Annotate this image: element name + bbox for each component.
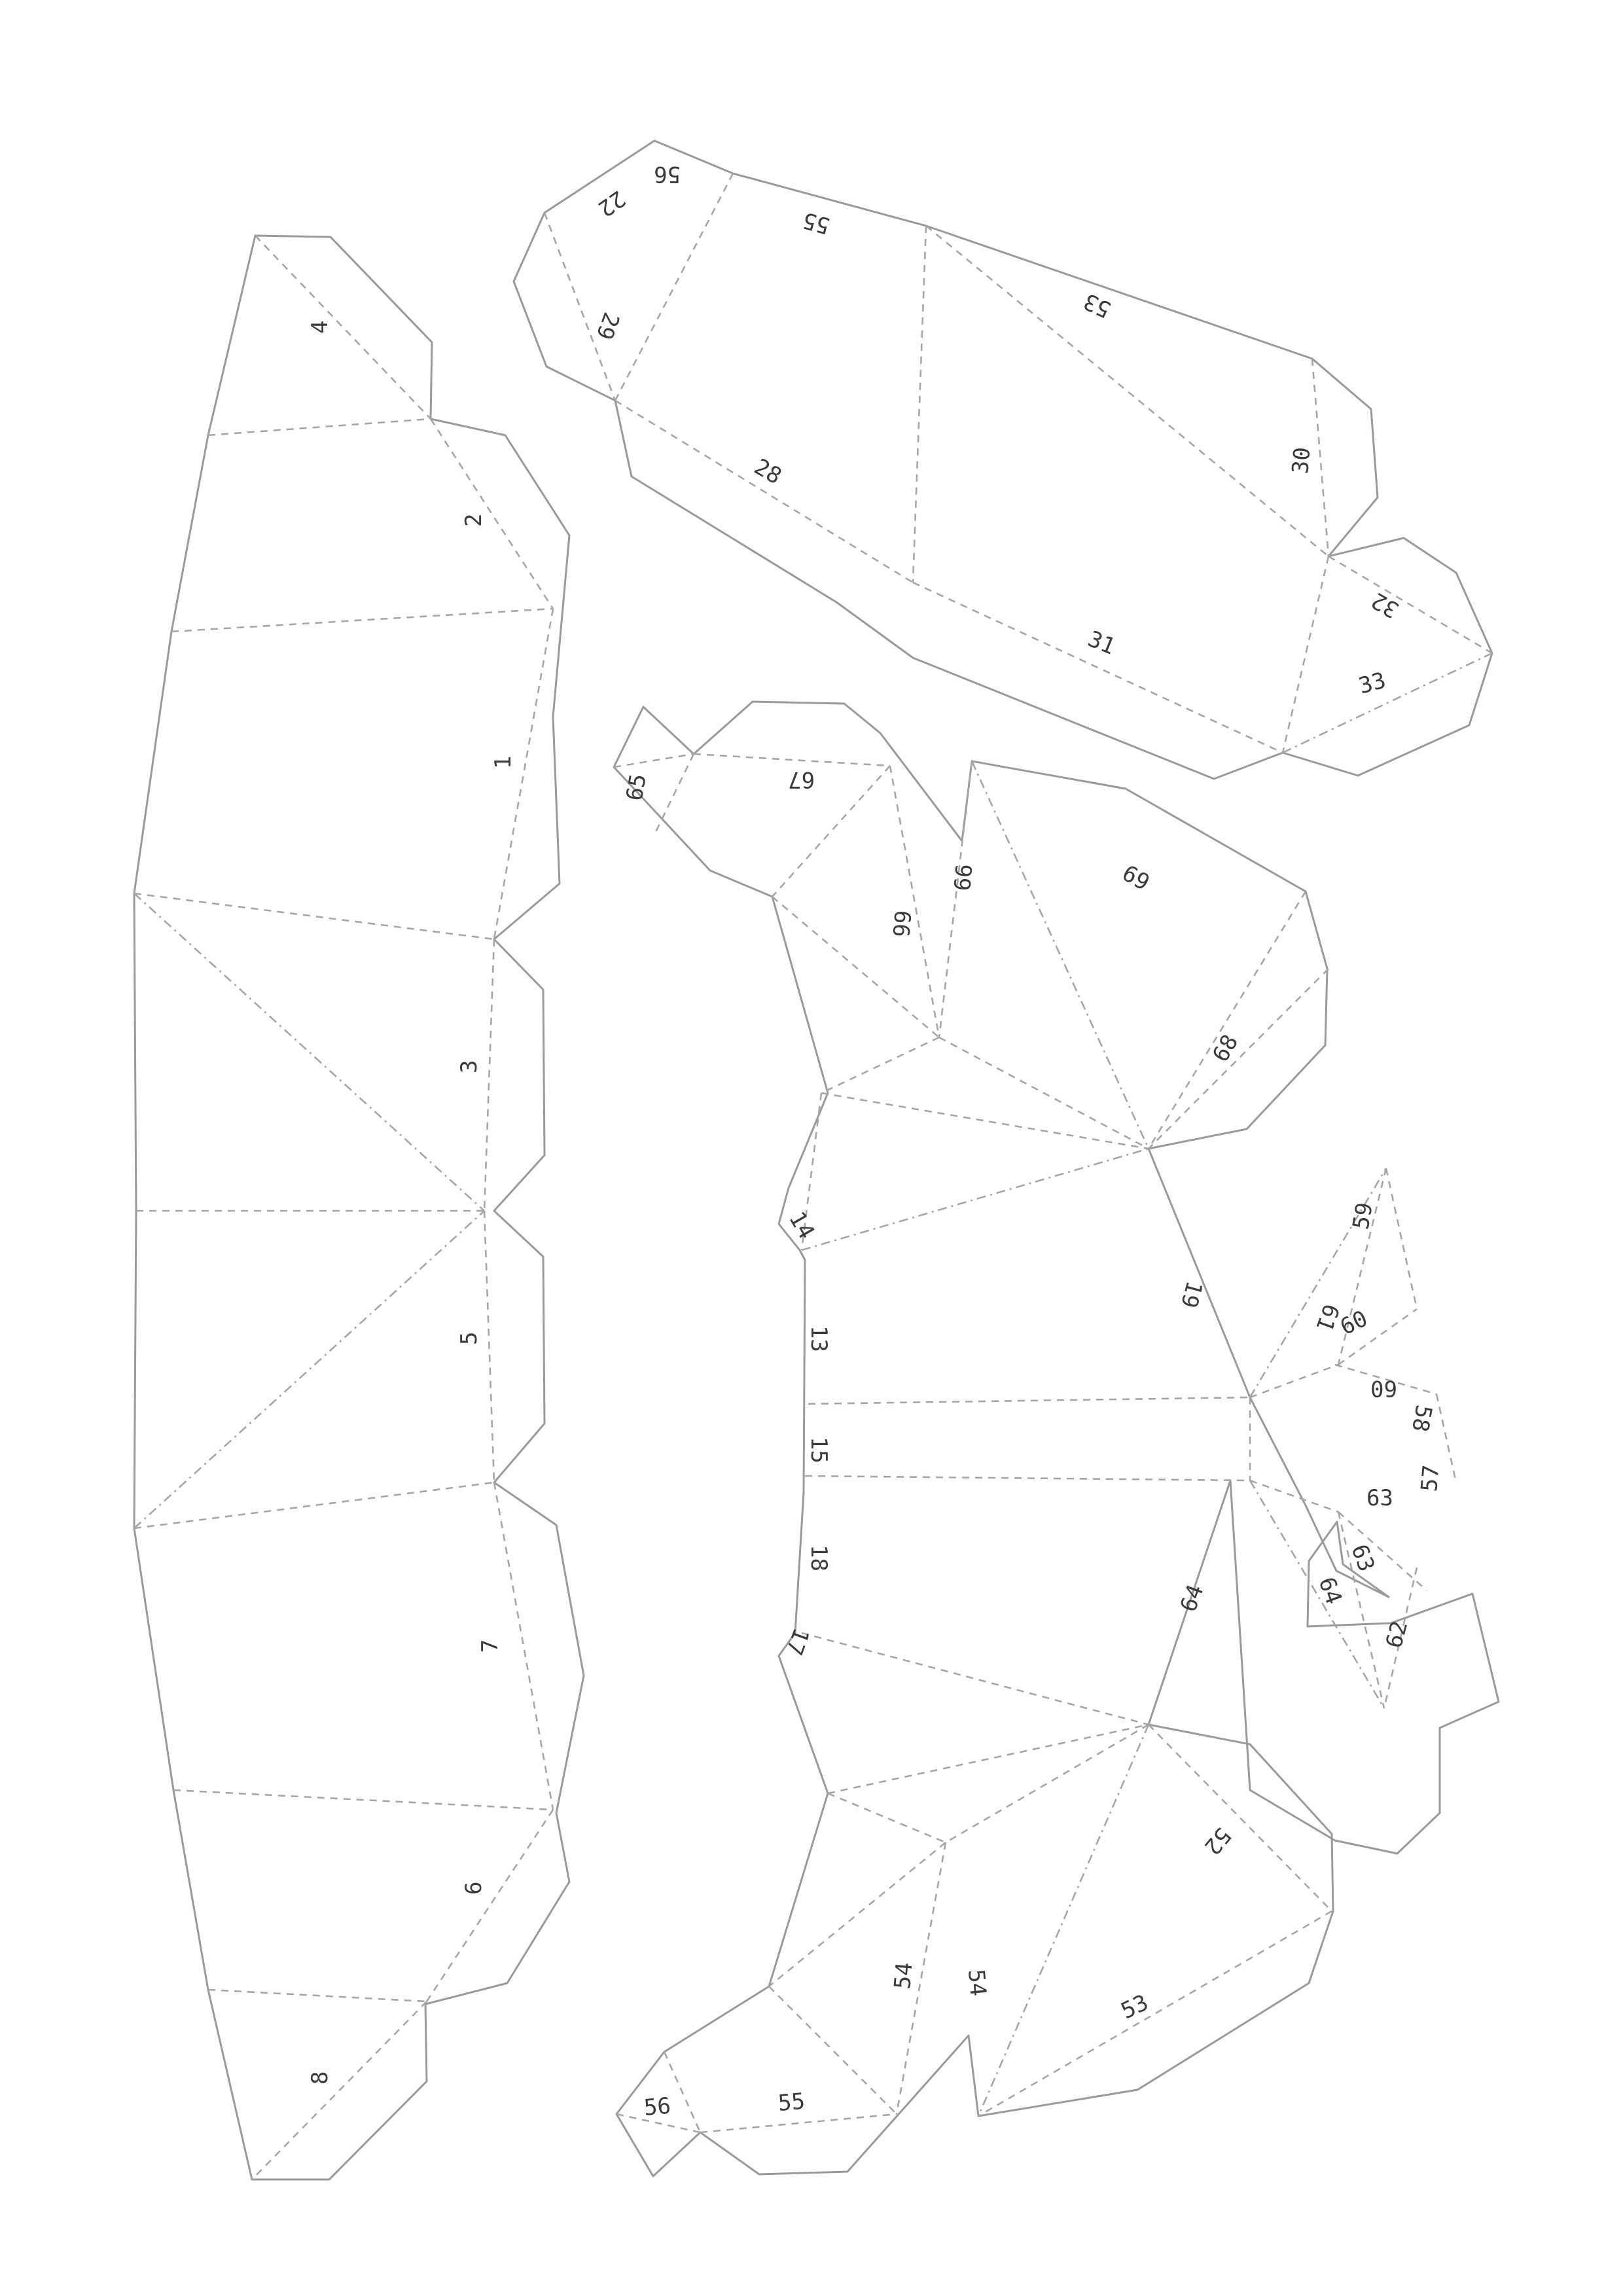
label-2: 2	[461, 514, 487, 527]
label-66-a: 66	[887, 909, 915, 938]
left-piece	[133, 234, 585, 2181]
label-28: 28	[750, 454, 786, 490]
label-32: 32	[1367, 587, 1403, 623]
label-22: 22	[593, 185, 630, 222]
left-piece-folds	[134, 235, 554, 2180]
label-13: 13	[806, 1325, 832, 1352]
center-piece-folds	[613, 753, 1457, 2134]
label-3: 3	[456, 1060, 482, 1073]
label-63-a: 63	[1366, 1485, 1393, 1511]
top-right-piece-outline	[512, 139, 1493, 780]
label-4: 4	[307, 321, 333, 334]
top-right-piece	[512, 139, 1493, 780]
label-60-b: 60	[1370, 1375, 1397, 1401]
label-5: 5	[456, 1332, 482, 1345]
label-53-top: 53	[1080, 288, 1115, 323]
label-56: 56	[654, 161, 681, 187]
label-65: 65	[621, 772, 652, 802]
center-piece-outline	[613, 700, 1500, 2178]
label-8: 8	[307, 2072, 333, 2085]
part-number-labels: 4 2 1 3 5 7 6 8 56 22 55 53 29 28 30 32 …	[307, 161, 1445, 2121]
label-55-top: 55	[800, 207, 832, 239]
label-6: 6	[461, 1882, 487, 1895]
label-67: 67	[788, 766, 815, 793]
center-piece	[613, 700, 1500, 2178]
label-59: 59	[1347, 1200, 1378, 1231]
label-68: 68	[1207, 1030, 1243, 1066]
label-17: 17	[781, 1624, 815, 1659]
top-right-piece-folds	[543, 173, 1493, 754]
label-31: 31	[1084, 626, 1119, 660]
label-53-bottom: 53	[1117, 1990, 1152, 2025]
label-33: 33	[1356, 667, 1389, 699]
label-54-b: 54	[963, 1968, 991, 1997]
label-1: 1	[490, 756, 516, 769]
label-58: 58	[1406, 1403, 1437, 1433]
label-56-bottom: 56	[643, 2093, 671, 2121]
label-30: 30	[1287, 446, 1315, 475]
label-57: 57	[1416, 1464, 1444, 1493]
label-15: 15	[806, 1437, 832, 1463]
left-piece-outline	[133, 234, 585, 2181]
label-52: 52	[1199, 1822, 1236, 1859]
label-64-b: 64	[1313, 1573, 1347, 1607]
label-55-bottom: 55	[777, 2089, 806, 2117]
label-69: 69	[1118, 859, 1154, 895]
label-18: 18	[806, 1545, 832, 1571]
label-66-b: 66	[950, 863, 978, 892]
label-7: 7	[477, 1640, 503, 1653]
label-19: 19	[1175, 1278, 1207, 1311]
label-29: 29	[591, 309, 625, 343]
label-64-a: 64	[1175, 1581, 1209, 1615]
label-54-a: 54	[889, 1962, 918, 1990]
